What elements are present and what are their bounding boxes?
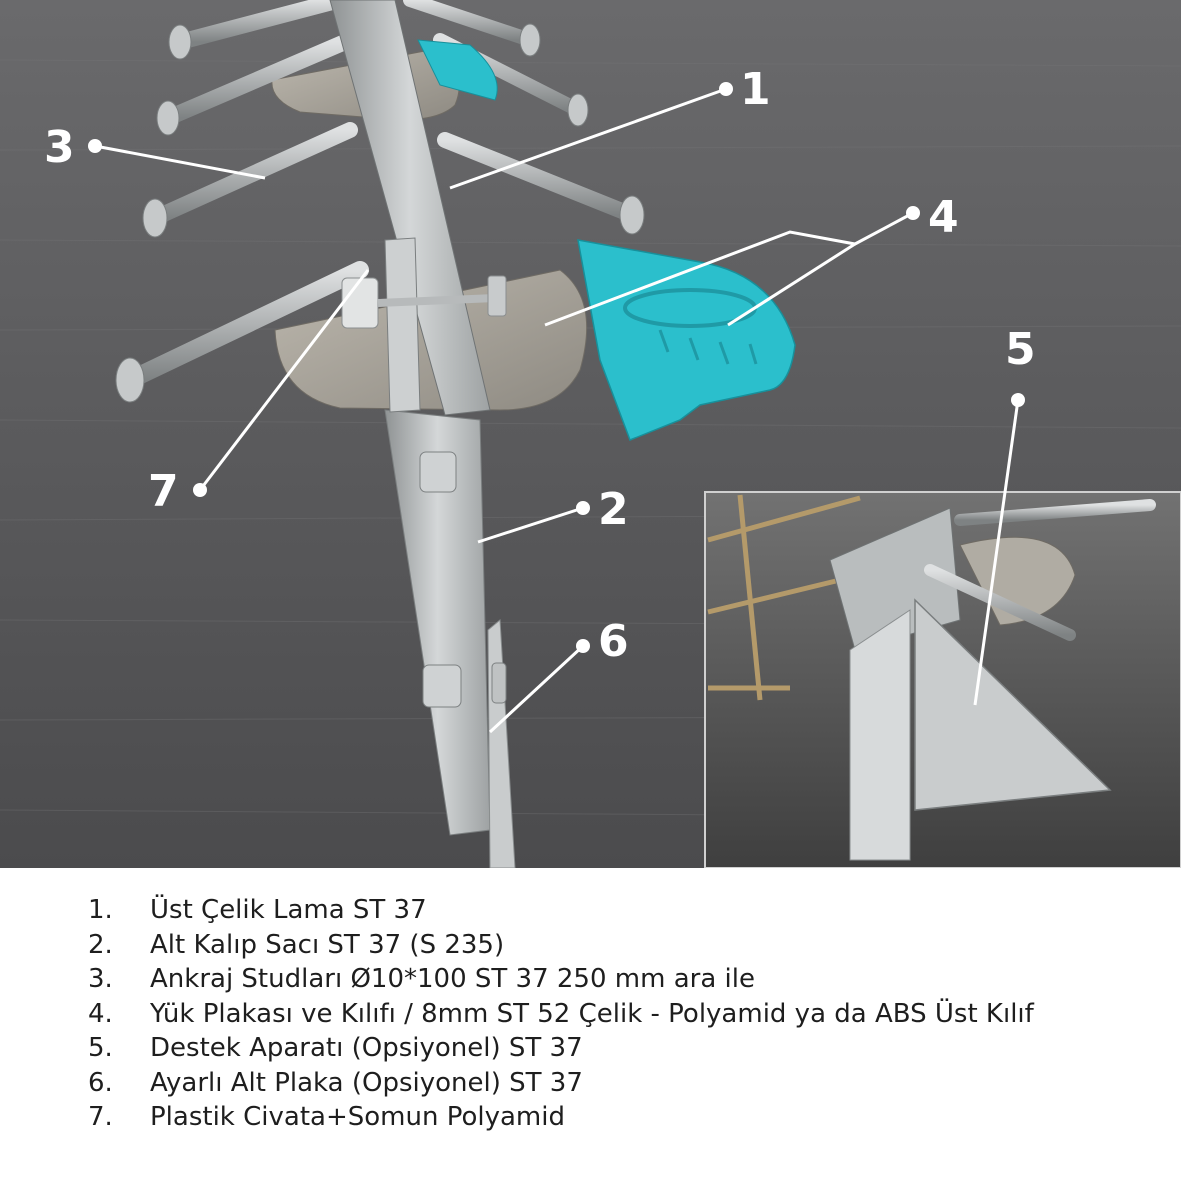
load-plate-cover: [577, 239, 796, 441]
load-plate-cover-upper: [417, 39, 498, 101]
plastic-bolt-nut: [341, 277, 379, 329]
legend-item: 6. Ayarlı Alt Plaka (Opsiyonel) ST 37: [88, 1066, 1148, 1101]
product-illustration: 1 2 3 4 5 6 7: [0, 0, 1181, 868]
legend-item: 5. Destek Aparatı (Opsiyonel) ST 37: [88, 1031, 1148, 1066]
anchor-studs-left: [115, 0, 369, 403]
legend-number: 6.: [88, 1067, 113, 1098]
callout-2: 2: [598, 484, 629, 535]
callout-3: 3: [44, 122, 75, 173]
plastic-bolt-shaft: [377, 294, 496, 307]
support-detail-inset: [704, 491, 1181, 868]
callout-6: 6: [598, 616, 629, 667]
parts-legend: 1. Üst Çelik Lama ST 37 2. Alt Kalıp Sac…: [88, 893, 1148, 1135]
legend-text: Ayarlı Alt Plaka (Opsiyonel) ST 37: [150, 1067, 583, 1098]
anchor-studs-right: [403, 0, 645, 235]
legend-text: Yük Plakası ve Kılıfı / 8mm ST 52 Çelik …: [150, 998, 1034, 1029]
strip-nut: [487, 275, 507, 317]
legend-number: 5.: [88, 1033, 113, 1063]
cover-ribs: [658, 329, 758, 365]
legend-item: 2. Alt Kalıp Sacı ST 37 (S 235): [88, 928, 1148, 963]
legend-text: Plastik Civata+Somun Polyamid: [150, 1102, 565, 1132]
legend-number: 7.: [88, 1102, 113, 1132]
callout-5: 5: [1005, 324, 1036, 375]
legend-number: 4.: [88, 998, 113, 1029]
callout-leaders: [94, 87, 1020, 734]
inset-support-bracket: [914, 598, 1112, 811]
legend-text: Ankraj Studları Ø10*100 ST 37 250 mm ara…: [150, 964, 755, 994]
callout-4: 4: [928, 192, 959, 243]
legend-text: Üst Çelik Lama ST 37: [150, 895, 427, 925]
legend-item: 4. Yük Plakası ve Kılıfı / 8mm ST 52 Çel…: [88, 997, 1148, 1032]
callout-dots: [88, 82, 1025, 653]
legend-item: 1. Üst Çelik Lama ST 37: [88, 893, 1148, 928]
legend-text: Alt Kalıp Sacı ST 37 (S 235): [150, 929, 505, 960]
inset-rebar-mesh: [707, 494, 861, 701]
legend-item: 7. Plastik Civata+Somun Polyamid: [88, 1100, 1148, 1135]
callout-7: 7: [148, 466, 179, 517]
legend-number: 3.: [88, 964, 113, 994]
legend-number: 1.: [88, 895, 113, 925]
legend-text: Destek Aparatı (Opsiyonel) ST 37: [150, 1033, 583, 1063]
upper-steel-strip-flange: [384, 237, 421, 413]
legend-item: 3. Ankraj Studları Ø10*100 ST 37 250 mm …: [88, 962, 1148, 997]
legend-number: 2.: [88, 929, 113, 960]
callout-1: 1: [740, 64, 771, 115]
sheet-bolts: [419, 451, 507, 708]
